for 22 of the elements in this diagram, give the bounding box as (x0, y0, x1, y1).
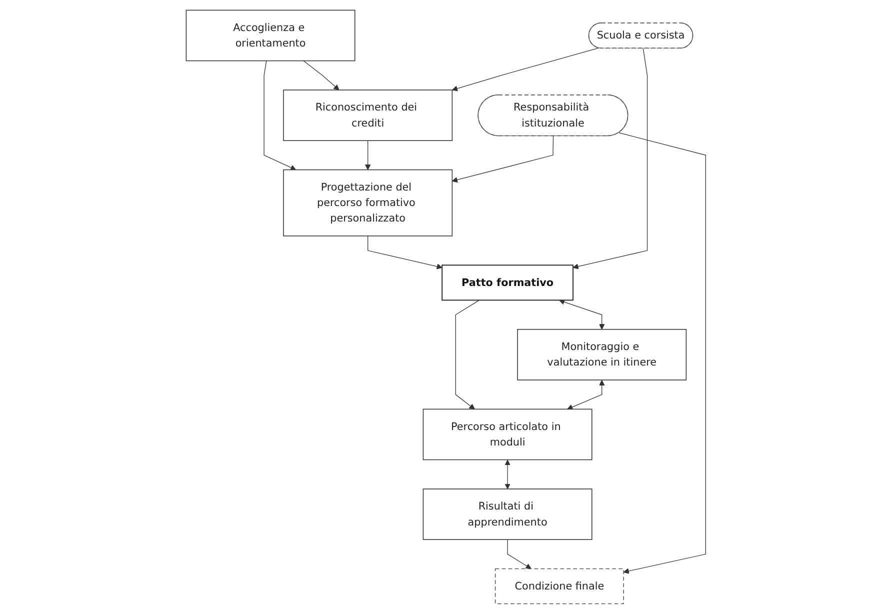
node-box (283, 90, 453, 141)
arrow (507, 539, 532, 570)
flowchart: Accoglienza e orientamento Scuola e corsista Riconoscimento dei crediti Responsabilità istituzionale Progettazione del percorso formativo personalizzato Patto formativo Monitoraggio e valutazione in itinere Percorso articolato in moduli Risultati di apprendimento Condizione finale (181, 5, 711, 609)
arrow (572, 48, 648, 270)
node-box (283, 169, 453, 236)
arrow (618, 132, 706, 574)
arrow (365, 140, 371, 170)
node-box (517, 329, 687, 380)
node-box (422, 488, 592, 540)
node-box (495, 568, 624, 604)
arrow (452, 48, 599, 92)
arrow (303, 60, 340, 90)
arrow (504, 460, 510, 490)
arrow (567, 380, 605, 410)
arrow (455, 300, 480, 410)
arrow (559, 299, 605, 330)
node-box (422, 408, 592, 460)
arrow (264, 60, 296, 170)
arrow (368, 236, 442, 270)
arrow (452, 136, 554, 183)
node-box (186, 10, 356, 62)
node-box (442, 264, 574, 301)
